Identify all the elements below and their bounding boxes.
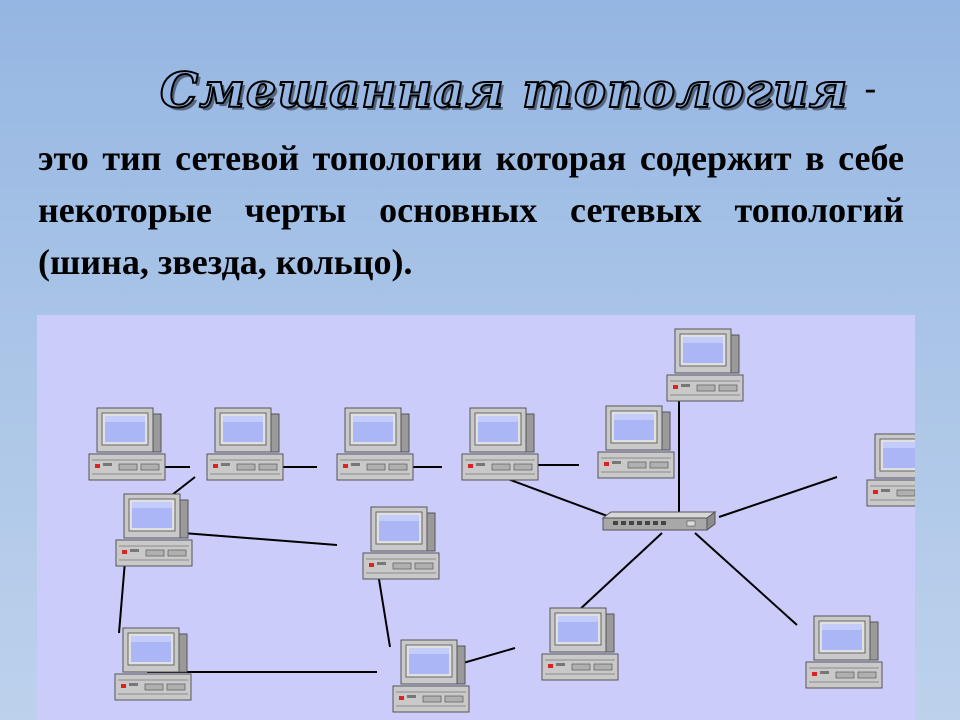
computer-12 — [541, 607, 619, 681]
computer-6 — [666, 328, 744, 402]
computer-8 — [115, 493, 193, 567]
computer-2 — [206, 407, 284, 481]
computer-11 — [392, 639, 470, 713]
link — [118, 560, 126, 634]
computer-4 — [461, 407, 539, 481]
definition-text: это тип сетевой топологии которая содерж… — [38, 138, 904, 282]
computer-5 — [597, 405, 675, 479]
network-hub — [602, 511, 716, 531]
link — [718, 476, 838, 518]
slide-title: Смешанная топология — [159, 62, 849, 120]
computer-1 — [88, 407, 166, 481]
computer-7 — [866, 433, 915, 507]
computer-3 — [336, 407, 414, 481]
computer-9 — [362, 506, 440, 580]
network-diagram — [37, 315, 915, 720]
link — [694, 532, 798, 626]
computer-13 — [805, 615, 883, 689]
computer-10 — [114, 627, 192, 701]
link — [576, 532, 663, 613]
title-dash: - — [864, 68, 877, 110]
network-diagram-canvas — [88, 328, 915, 713]
link — [376, 566, 391, 648]
title-row: Смешанная топология - — [159, 56, 877, 126]
